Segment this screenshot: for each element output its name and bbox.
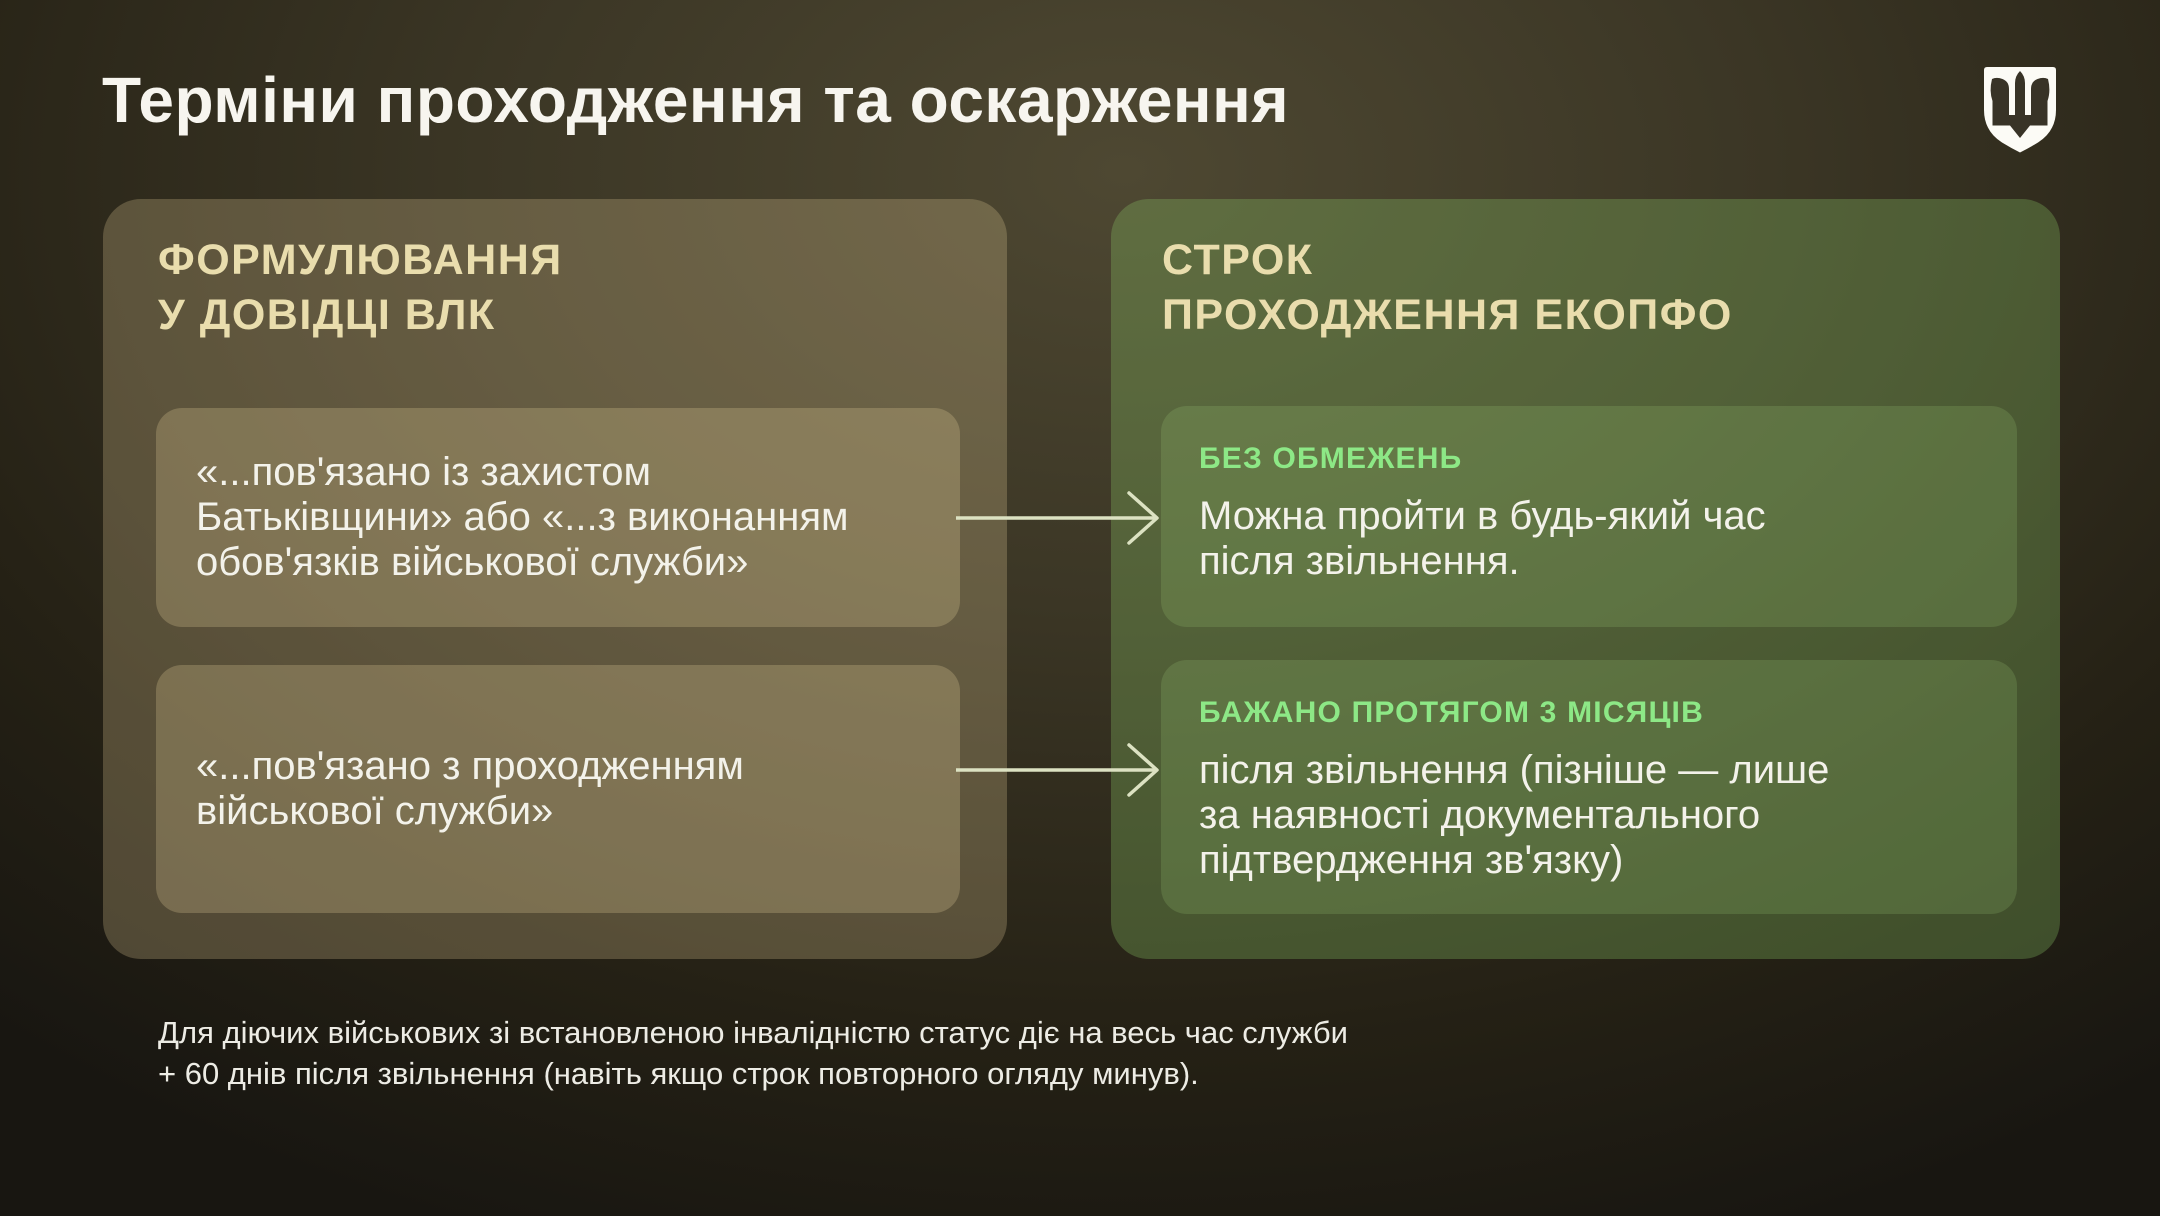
page-title: Терміни проходження та оскарження bbox=[102, 64, 1290, 136]
card-text-line: після звільнення (пізніше — лише bbox=[1199, 748, 1830, 792]
footnote-line: Для діючих військових зі встановленою ін… bbox=[158, 1015, 1348, 1050]
term-card-three-months: БАЖАНО ПРОТЯГОМ 3 МІСЯЦІВ після звільнен… bbox=[1161, 660, 2017, 914]
mod-emblem-logo bbox=[1978, 61, 2062, 159]
flow-arrow-icon bbox=[956, 743, 1159, 797]
card-text-line: підтвердження зв'язку) bbox=[1199, 838, 1624, 882]
ekopfo-term-panel: СТРОК ПРОХОДЖЕННЯ ЕКОПФО БЕЗ ОБМЕЖЕНЬ Мо… bbox=[1111, 199, 2060, 959]
vlk-wording-card-service: «...пов'язано з проходженням військової … bbox=[156, 665, 960, 913]
card-text-line: «...пов'язано з проходженням bbox=[196, 744, 744, 788]
term-card-no-limits: БЕЗ ОБМЕЖЕНЬ Можна пройти в будь-який ча… bbox=[1161, 406, 2017, 627]
right-panel-title-line: ПРОХОДЖЕННЯ ЕКОПФО bbox=[1162, 291, 1733, 339]
trident-shield-icon bbox=[1984, 67, 2056, 153]
right-panel-title-line: СТРОК bbox=[1162, 236, 1314, 284]
card-text-line: Батьківщини» або «...з виконанням bbox=[196, 495, 849, 539]
vlk-wording-card-defense: «...пов'язано із захистом Батьківщини» а… bbox=[156, 408, 960, 627]
card-text-line: «...пов'язано із захистом bbox=[196, 450, 651, 494]
footnote-line: + 60 днів після звільнення (навіть якщо … bbox=[158, 1056, 1199, 1091]
flow-arrow-icon bbox=[956, 491, 1159, 545]
term-card-label: БЕЗ ОБМЕЖЕНЬ bbox=[1199, 442, 1463, 475]
left-panel-title-line: ФОРМУЛЮВАННЯ bbox=[158, 236, 563, 284]
card-text-line: за наявності документального bbox=[1199, 793, 1761, 837]
term-card-label: БАЖАНО ПРОТЯГОМ 3 МІСЯЦІВ bbox=[1199, 696, 1704, 729]
card-text-line: військової служби» bbox=[196, 789, 554, 833]
right-panel-title: СТРОК ПРОХОДЖЕННЯ ЕКОПФО bbox=[1162, 233, 1733, 343]
card-text-line: Можна пройти в будь-який час bbox=[1199, 494, 1766, 538]
card-text-line: після звільнення. bbox=[1199, 539, 1520, 583]
left-panel-title: ФОРМУЛЮВАННЯ У ДОВІДЦІ ВЛК bbox=[158, 233, 563, 343]
left-panel-title-line: У ДОВІДЦІ ВЛК bbox=[158, 291, 496, 339]
footnote: Для діючих військових зі встановленою ін… bbox=[158, 1012, 1348, 1094]
vlk-wording-panel: ФОРМУЛЮВАННЯ У ДОВІДЦІ ВЛК «...пов'язано… bbox=[103, 199, 1007, 959]
card-text-line: обов'язків військової служби» bbox=[196, 540, 749, 584]
